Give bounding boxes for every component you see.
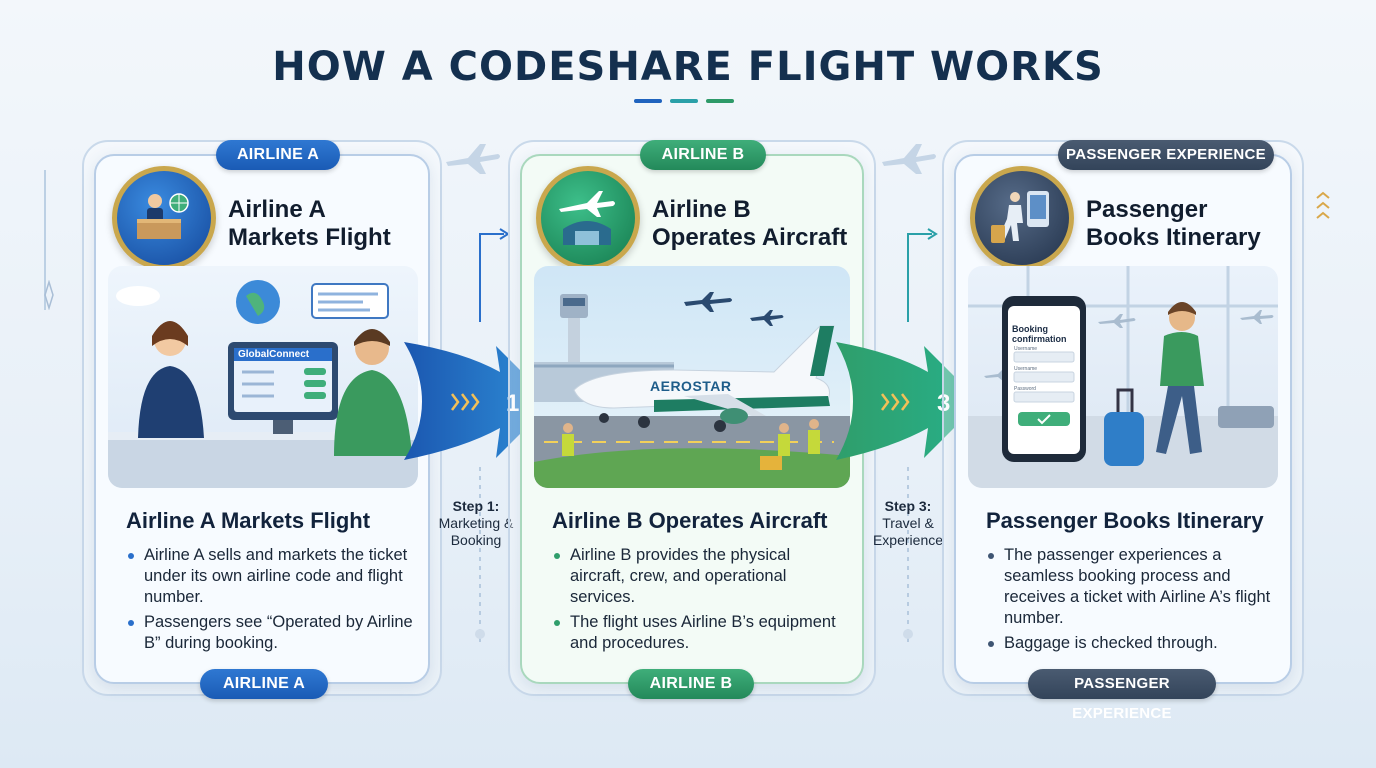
title-underline	[634, 99, 734, 103]
plane-icon	[882, 144, 936, 174]
step-1-arrow	[404, 228, 552, 642]
left-decor-line	[44, 170, 46, 310]
pill-passenger-bottom: PASSENGER EXPERIENCE	[1028, 669, 1216, 722]
card-2-heading: Airline B Operates Aircraft	[652, 196, 847, 252]
screen-brand-label: GlobalConnect	[238, 349, 310, 360]
step-3-label-rest: Travel & Experience	[872, 515, 944, 548]
card-1-bullet: Passengers see “Operated by Airline B” d…	[128, 612, 418, 654]
phone-field-label: Username	[1014, 366, 1038, 372]
scene-booking-desk: GlobalConnect	[108, 266, 418, 488]
scene-airport-apron: AEROSTAR	[534, 266, 850, 488]
step-3-arrow	[836, 228, 980, 642]
plane-icon	[446, 144, 500, 174]
card-1-section-title: Airline A Markets Flight	[126, 508, 371, 533]
card-1-bullet: Airline A sells and markets the ticket u…	[128, 545, 418, 608]
card-3-heading-line2: Books Itinerary	[1086, 224, 1261, 251]
phone-field-label: Username	[1014, 346, 1038, 352]
card-2-heading-line1: Airline B	[652, 196, 751, 223]
phone-field-label: Password	[1014, 386, 1036, 392]
pill-airline-b-bottom: AIRLINE B	[628, 669, 754, 699]
hangar-plane-icon	[536, 166, 640, 270]
card-1-heading-line1: Airline A	[228, 196, 326, 223]
phone-booking-title: Booking confirmation	[1012, 324, 1067, 344]
card-2-section-title: Airline B Operates Aircraft	[552, 508, 828, 533]
scene-terminal: Booking confirmation Username Username P…	[968, 266, 1278, 488]
card-1-heading: Airline A Markets Flight	[228, 196, 391, 252]
pill-airline-a-top: AIRLINE A	[216, 140, 340, 170]
page-title: HOW A CODESHARE FLIGHT WORKS	[272, 44, 1104, 90]
card-2-bullet: Airline B provides the physical aircraft…	[554, 545, 844, 608]
step-1-label-bold: Step 1:	[452, 498, 500, 514]
step-1-label-rest: Marketing & Booking	[438, 515, 514, 548]
card-3-section-title: Passenger Books Itinerary	[986, 508, 1264, 533]
pill-airline-b-top: AIRLINE B	[640, 140, 766, 170]
card-2-heading-line2: Operates Aircraft	[652, 224, 848, 251]
card-3-bullet: The passenger experiences a seamless boo…	[988, 545, 1278, 629]
card-3-heading: Passenger Books Itinerary	[1086, 196, 1261, 252]
pill-passenger-top: PASSENGER EXPERIENCE	[1058, 140, 1274, 170]
chevrons-up-icon	[1316, 191, 1330, 219]
traveler-phone-icon	[970, 166, 1074, 270]
card-2-bullets: Airline B provides the physical aircraft…	[554, 545, 844, 658]
sparkle-icon	[44, 280, 54, 310]
card-1-heading-line2: Markets Flight	[228, 224, 391, 251]
card-1-bullets: Airline A sells and markets the ticket u…	[128, 545, 418, 658]
card-3-bullets: The passenger experiences a seamless boo…	[988, 545, 1278, 658]
ticket-agent-icon	[112, 166, 216, 270]
step-1-label: Step 1: Marketing & Booking	[438, 498, 514, 549]
aircraft-livery-label: AEROSTAR	[650, 378, 732, 394]
card-3-heading-line1: Passenger	[1086, 196, 1208, 223]
step-3-label-bold: Step 3:	[884, 498, 932, 514]
card-2-bullet: The flight uses Airline B’s equipment an…	[554, 612, 844, 654]
card-3-bullet: Baggage is checked through.	[988, 633, 1278, 654]
step-3-label: Step 3: Travel & Experience	[868, 498, 948, 549]
pill-airline-a-bottom: AIRLINE A	[200, 669, 328, 699]
